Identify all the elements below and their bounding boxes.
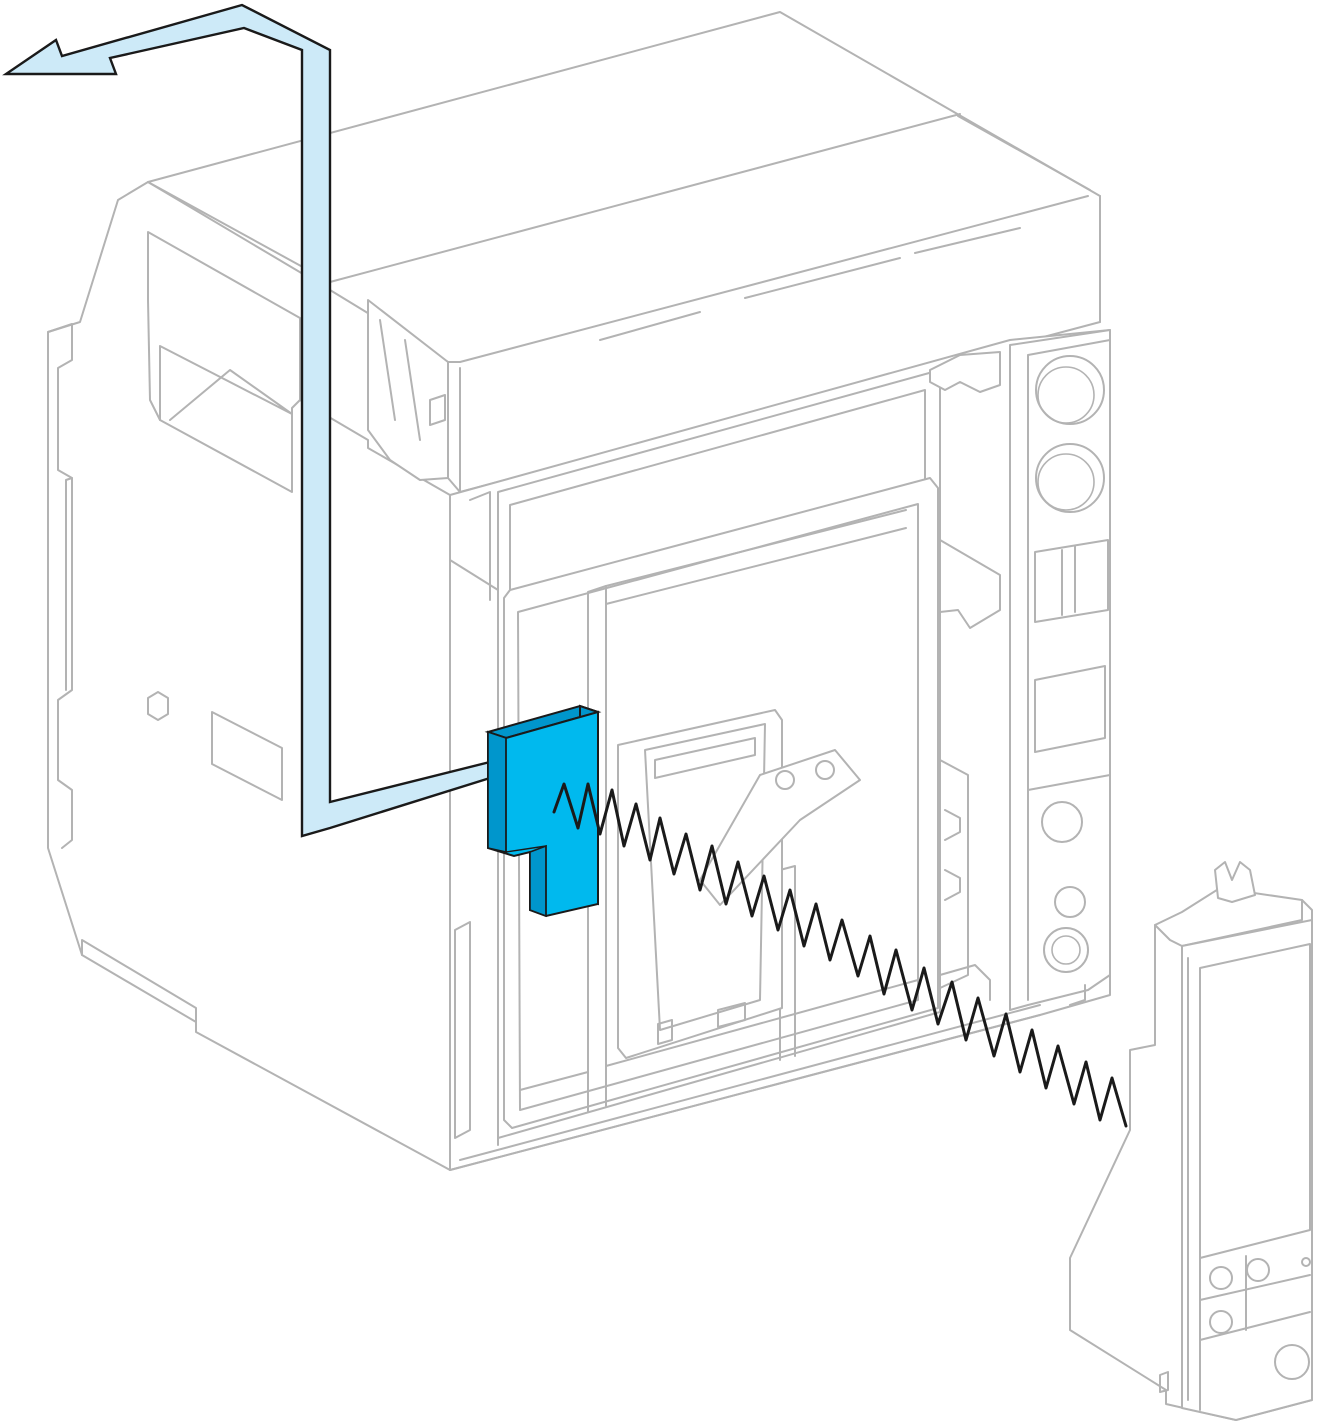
accessory-port-1: [1035, 355, 1105, 425]
control-knob-3: [1209, 1310, 1233, 1334]
front-frame-left-slot: [454, 921, 471, 1139]
control-led: [1301, 1257, 1311, 1267]
accessory-column-inner: [1027, 339, 1111, 1001]
top-cover-seams: [599, 227, 1021, 341]
control-knob-1: [1209, 1266, 1233, 1290]
side-bottom-edge: [81, 939, 197, 1023]
side-handle-inner: [159, 345, 293, 421]
right-guide-rail: [939, 539, 1001, 989]
accessory-port-2-inner: [1037, 453, 1095, 511]
bottom-base: [449, 984, 1086, 1171]
left-flange: [47, 323, 73, 849]
left-top-bracket-lines: [379, 319, 446, 441]
control-unit: [1069, 861, 1313, 1421]
control-knob-2: [1246, 1258, 1270, 1282]
accessory-window: [1034, 665, 1106, 753]
control-unit-frame-lines: [1187, 957, 1311, 1411]
control-unit-clip: [1214, 861, 1256, 903]
control-unit-screen: [1199, 943, 1311, 1259]
lever-bolt-1: [775, 770, 795, 790]
control-test-button: [1274, 1344, 1310, 1380]
accessory-port-1-inner: [1037, 366, 1095, 424]
control-unit-top: [1154, 887, 1303, 947]
mechanism-buttons: [657, 1002, 746, 1045]
accessory-knob-3-inner: [1051, 935, 1081, 965]
accessory-knob-3: [1043, 927, 1089, 973]
side-handle-recess: [147, 231, 301, 493]
chassis-top-band: [605, 509, 907, 605]
module-edges: [505, 738, 547, 916]
side-label-plate: [211, 711, 283, 801]
left-flange-inner: [65, 477, 73, 691]
top-cover-front-edge: [459, 195, 1101, 493]
flow-arrow-body: [2, 3, 492, 838]
chassis-bottom-band: [519, 979, 919, 1091]
highlighted-module: [484, 704, 602, 918]
top-latch: [929, 351, 1001, 393]
side-bolt: [147, 691, 169, 721]
bottom-foot: [939, 964, 991, 1001]
top-cover-ridge: [329, 113, 1091, 363]
accessory-slot-inner: [1061, 545, 1076, 616]
accessory-knob-1: [1041, 801, 1083, 843]
accessory-slot: [1034, 539, 1109, 623]
right-guide-details: [944, 809, 961, 901]
left-top-bracket: [367, 299, 449, 481]
lever-bolt-2: [815, 760, 835, 780]
accessory-divider: [1027, 774, 1111, 791]
exit-flow-arrow: [2, 3, 492, 838]
control-side-notch: [1159, 1371, 1169, 1393]
operating-mechanism-inner: [644, 723, 766, 1031]
accessory-knob-2: [1054, 886, 1086, 918]
coiled-cord: [552, 782, 1128, 1128]
accessory-port-2: [1035, 443, 1105, 513]
circuit-breaker: [47, 11, 1111, 1171]
